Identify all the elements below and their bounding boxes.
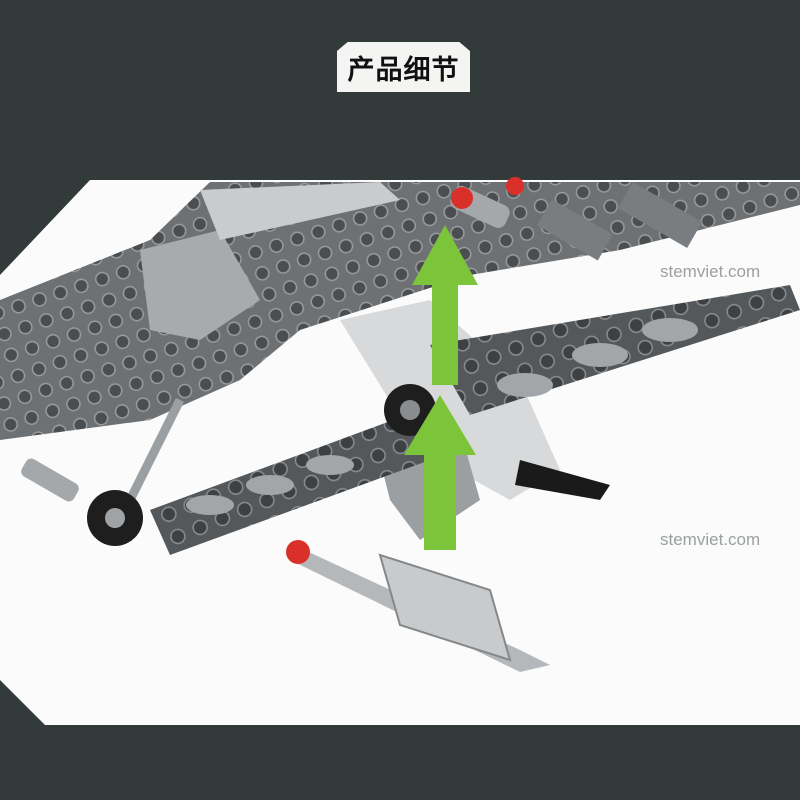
section-title: 产品细节	[347, 54, 460, 86]
section-title-badge: 产品细节	[337, 42, 470, 92]
detach-arrows-icon	[404, 225, 478, 550]
tail-wing	[150, 285, 800, 555]
landing-gear	[87, 384, 436, 546]
watermark: stemviet.com	[660, 530, 761, 549]
wing-missiles	[21, 177, 703, 502]
detached-missile	[286, 540, 550, 672]
watermark: stemviet.com	[660, 262, 761, 281]
